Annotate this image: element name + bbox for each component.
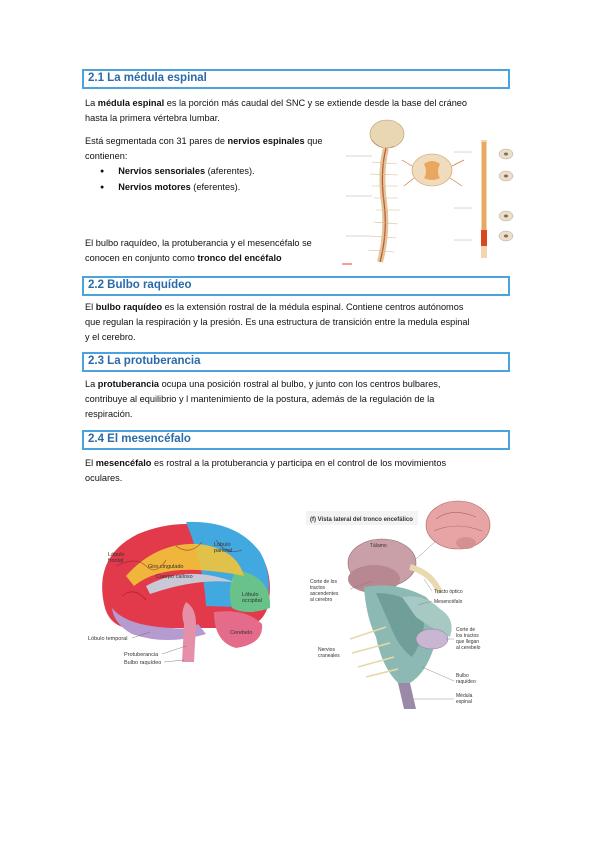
list-item: Nervios motores (eferentes). [100,180,255,196]
svg-text:Mesencéfalo: Mesencéfalo [434,599,463,605]
brainstem-lateral-figure: (f) Vista lateral del tronco encefálico … [306,500,491,709]
svg-text:Médula: Médula [456,693,473,699]
svg-text:Protuberancia: Protuberancia [124,652,159,658]
section-heading-mesencefalo: 2.4 El mesencéfalo [82,430,510,450]
section-heading-protuberancia: 2.3 La protuberancia [82,352,510,372]
svg-text:ascendentes: ascendentes [310,591,339,597]
svg-text:Lóbulo: Lóbulo [242,592,259,598]
paragraph-medula-intro: La médula espinal es la porción más caud… [85,98,468,123]
svg-text:Tálamo: Tálamo [370,543,387,549]
svg-text:Bulbo raquídeo: Bulbo raquídeo [124,660,161,666]
svg-text:Giro cingulado: Giro cingulado [148,564,183,570]
paragraph-medula-segments: Está segmentada con 31 pares de nervios … [85,136,323,161]
paragraph-tronco: El bulbo raquídeo, la protuberancia y el… [85,238,312,263]
svg-text:tractos: tractos [310,585,326,591]
svg-text:Lóbulo: Lóbulo [108,552,125,558]
svg-text:los tractos: los tractos [456,633,479,639]
paragraph-protuberancia: La protuberancia ocupa una posición rost… [85,379,441,419]
section-heading-bulbo: 2.2 Bulbo raquídeo [82,276,510,296]
svg-text:Tracto óptico: Tracto óptico [434,589,463,595]
svg-text:parietal: parietal [214,548,232,554]
section-heading-medula: 2.1 La médula espinal [82,69,510,89]
svg-text:Corte de los: Corte de los [310,579,337,585]
svg-text:que llegan: que llegan [456,639,479,645]
svg-text:Cerebelo: Cerebelo [230,630,252,636]
svg-text:Bulbo: Bulbo [456,673,469,679]
svg-text:Lóbulo: Lóbulo [214,542,231,548]
svg-text:raquídeo: raquídeo [456,679,476,685]
figure-title: (f) Vista lateral del tronco encefálico [310,517,413,523]
svg-text:al cerebelo: al cerebelo [456,645,481,651]
list-item: Nervios sensoriales (aferentes). [100,164,254,180]
svg-text:espinal: espinal [456,699,472,705]
paragraph-bulbo: El bulbo raquídeo es la extensión rostra… [85,302,470,342]
paragraph-mesencefalo: El mesencéfalo es rostral a la protubera… [85,458,447,483]
svg-text:al cerebro: al cerebro [310,597,332,603]
svg-text:Lóbulo temporal: Lóbulo temporal [88,636,127,642]
spinal-cord-figure [342,112,518,274]
svg-text:frontal: frontal [108,558,123,564]
svg-text:occipital: occipital [242,598,262,604]
svg-text:Cuerpo calloso: Cuerpo calloso [156,574,193,580]
svg-text:Corte de: Corte de [456,627,475,633]
svg-text:craneales: craneales [318,653,340,659]
nerve-type-list: Nervios sensoriales (aferentes). Nervios… [100,164,255,196]
svg-text:Nervios: Nervios [318,647,335,653]
